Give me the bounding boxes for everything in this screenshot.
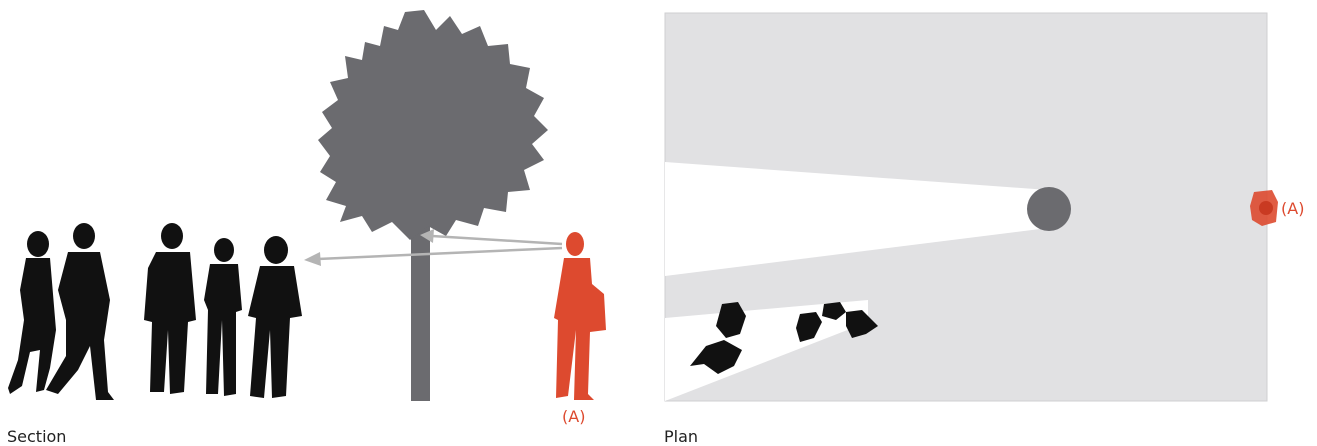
tree-canopy	[318, 10, 548, 240]
tree-plan-circle	[1027, 187, 1071, 231]
person-plan-3	[796, 312, 822, 342]
sightline-to-people	[317, 246, 563, 261]
person-plan-4	[822, 302, 846, 320]
sightline-to-tree	[431, 234, 563, 246]
tree-silhouette	[318, 10, 548, 401]
person-plan-1	[716, 302, 746, 338]
people-plan-silhouettes	[690, 302, 878, 374]
sightline-to-people-arrowhead	[304, 252, 321, 266]
sightline-to-tree-arrowhead	[420, 229, 434, 243]
person-silhouette-4	[204, 238, 242, 396]
plan-marker-a: (A)	[1281, 199, 1304, 218]
person-silhouette-1	[8, 231, 56, 394]
view-cone-to-tree	[665, 162, 1048, 276]
observer-a-silhouette	[554, 232, 606, 400]
people-group-silhouettes	[8, 223, 302, 400]
person-silhouette-5	[248, 236, 302, 398]
plan-caption: Plan	[664, 427, 698, 446]
person-plan-5	[846, 310, 878, 338]
person-plan-2	[690, 340, 742, 374]
section-view: (A) Section	[7, 10, 606, 446]
sightlines	[304, 229, 563, 266]
section-caption: Section	[7, 427, 66, 446]
person-silhouette-2	[46, 223, 114, 400]
plan-view: (A) Plan	[664, 12, 1304, 446]
observer-a-plan	[1250, 190, 1278, 226]
person-silhouette-3	[144, 223, 196, 394]
section-marker-a: (A)	[562, 407, 585, 426]
